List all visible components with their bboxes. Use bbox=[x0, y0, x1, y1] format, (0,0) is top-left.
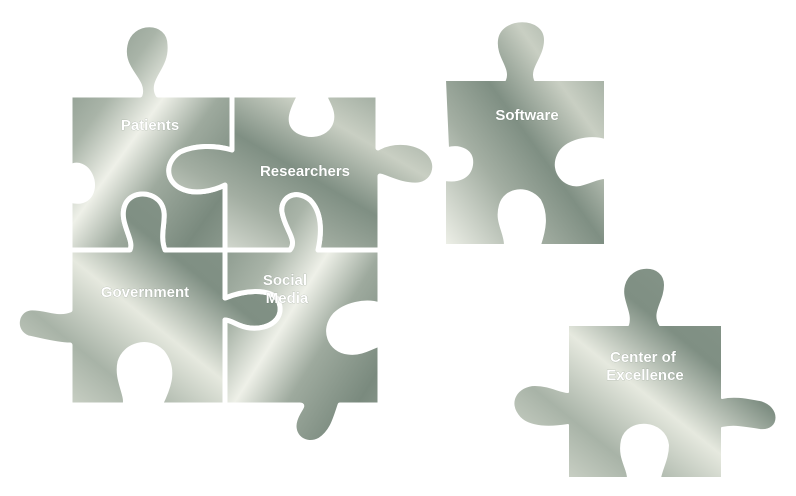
piece-researchers: Researchers bbox=[166, 92, 438, 253]
piece-software-label: Software bbox=[495, 107, 558, 124]
piece-software: Software bbox=[444, 20, 606, 246]
piece-software-shape bbox=[444, 20, 606, 246]
piece-patients-label: Patients bbox=[121, 117, 179, 134]
piece-social-media: Social Media bbox=[222, 192, 383, 445]
piece-center-of-excellence-label: Center of Excellence bbox=[606, 349, 684, 384]
piece-center-of-excellence-line-2: Excellence bbox=[606, 367, 684, 384]
piece-researchers-shape bbox=[166, 92, 438, 253]
piece-researchers-label: Researchers bbox=[260, 163, 350, 180]
piece-researchers-line-1: Researchers bbox=[260, 163, 350, 180]
piece-social-media-shape bbox=[222, 192, 383, 445]
piece-social-media-label: Social Media bbox=[263, 272, 311, 307]
piece-center-of-excellence: Center of Excellence bbox=[512, 266, 778, 479]
piece-patients-line-1: Patients bbox=[121, 117, 179, 134]
piece-social-media-line-2: Media bbox=[266, 290, 309, 307]
piece-government-label: Government bbox=[101, 284, 189, 301]
piece-center-of-excellence-shape bbox=[512, 266, 778, 479]
piece-software-line-1: Software bbox=[495, 107, 558, 124]
piece-center-of-excellence-line-1: Center of bbox=[610, 349, 677, 366]
piece-social-media-line-1: Social bbox=[263, 272, 307, 289]
piece-government-line-1: Government bbox=[101, 284, 189, 301]
